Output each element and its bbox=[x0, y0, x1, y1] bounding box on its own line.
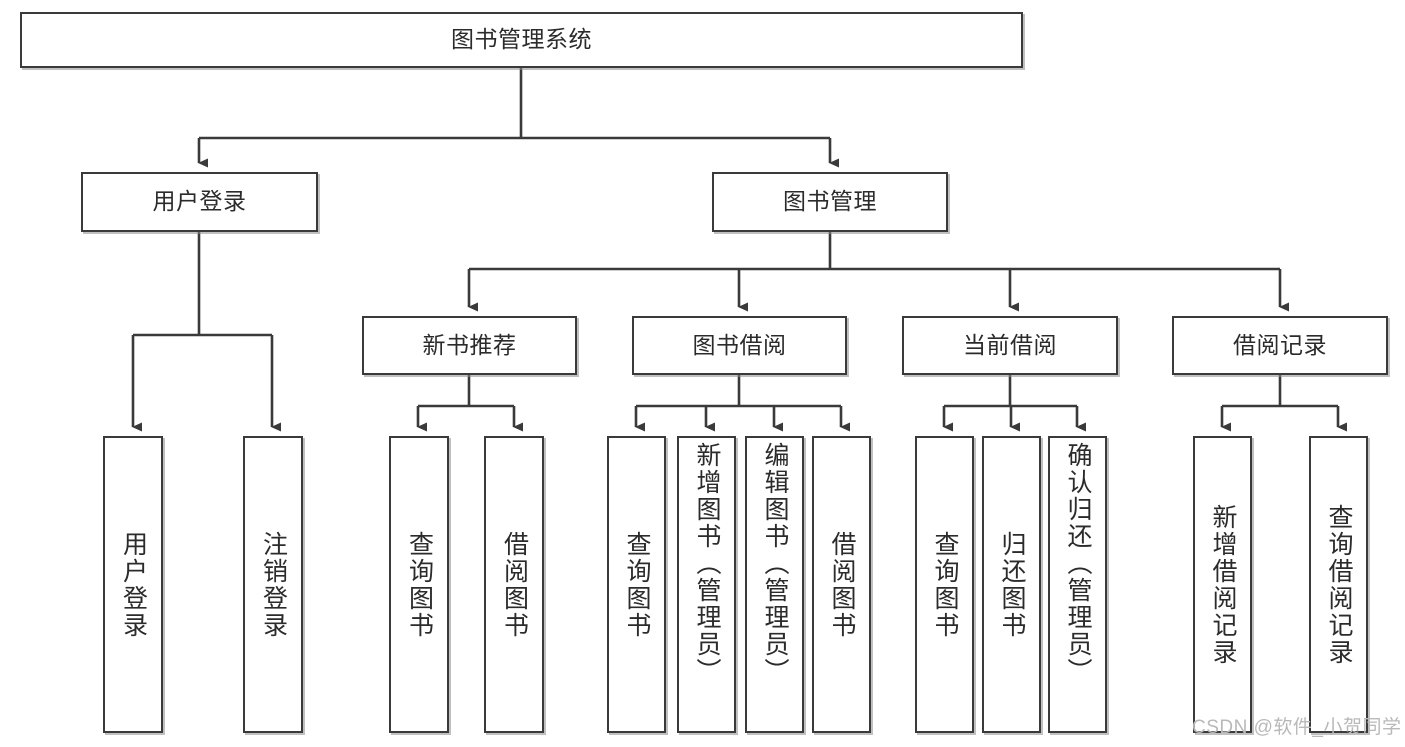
leaf-record-add-record[interactable]: 新增借阅记录 bbox=[1193, 436, 1252, 733]
node-borrow-record[interactable]: 借阅记录 bbox=[1172, 316, 1388, 375]
leaf-user-login-logout[interactable]: 注销登录 bbox=[243, 436, 303, 733]
node-label: 确认归还（管理员） bbox=[1064, 442, 1092, 685]
node-book-borrow[interactable]: 图书借阅 bbox=[632, 316, 847, 375]
node-label: 归还图书 bbox=[998, 530, 1026, 639]
leaf-borrow-borrow-book[interactable]: 借阅图书 bbox=[812, 436, 871, 733]
node-label: 注销登录 bbox=[259, 530, 288, 639]
leaf-user-login-login[interactable]: 用户登录 bbox=[103, 436, 163, 733]
node-label: 图书管理 bbox=[783, 188, 877, 215]
node-label: 图书管理系统 bbox=[451, 26, 592, 53]
node-label: 借阅记录 bbox=[1233, 331, 1327, 358]
leaf-current-confirm-return-admin[interactable]: 确认归还（管理员） bbox=[1048, 436, 1107, 733]
node-label: 用户登录 bbox=[119, 530, 148, 639]
node-user-login[interactable]: 用户登录 bbox=[81, 172, 318, 232]
node-book-management[interactable]: 图书管理 bbox=[712, 172, 948, 232]
leaf-current-return-book[interactable]: 归还图书 bbox=[982, 436, 1041, 733]
leaf-borrow-query-book[interactable]: 查询图书 bbox=[607, 436, 666, 733]
node-label: 查询图书 bbox=[405, 530, 434, 639]
node-current-borrow[interactable]: 当前借阅 bbox=[902, 316, 1118, 375]
leaf-borrow-add-book-admin[interactable]: 新增图书（管理员） bbox=[677, 436, 736, 733]
leaf-current-query-book[interactable]: 查询图书 bbox=[915, 436, 974, 733]
node-label: 编辑图书（管理员） bbox=[761, 442, 789, 685]
node-label: 查询图书 bbox=[931, 530, 959, 639]
node-label: 图书借阅 bbox=[692, 331, 787, 358]
node-label: 借阅图书 bbox=[828, 530, 856, 639]
csdn-watermark: CSDN @软件_小贺同学 bbox=[1192, 717, 1402, 738]
leaf-recommend-borrow-book[interactable]: 借阅图书 bbox=[484, 436, 544, 733]
node-label: 查询借阅记录 bbox=[1325, 503, 1353, 666]
node-label: 用户登录 bbox=[152, 188, 247, 215]
node-label: 借阅图书 bbox=[500, 530, 529, 639]
node-root-system[interactable]: 图书管理系统 bbox=[20, 12, 1023, 68]
leaf-recommend-query-book[interactable]: 查询图书 bbox=[389, 436, 449, 733]
node-label: 新增图书（管理员） bbox=[693, 442, 721, 685]
node-label: 新书推荐 bbox=[422, 331, 517, 358]
node-new-book-recommend[interactable]: 新书推荐 bbox=[362, 316, 577, 375]
leaf-record-query-record[interactable]: 查询借阅记录 bbox=[1309, 436, 1368, 733]
node-label: 新增借阅记录 bbox=[1209, 503, 1237, 666]
node-label: 查询图书 bbox=[623, 530, 651, 639]
leaf-borrow-edit-book-admin[interactable]: 编辑图书（管理员） bbox=[745, 436, 804, 733]
node-label: 当前借阅 bbox=[963, 331, 1057, 358]
